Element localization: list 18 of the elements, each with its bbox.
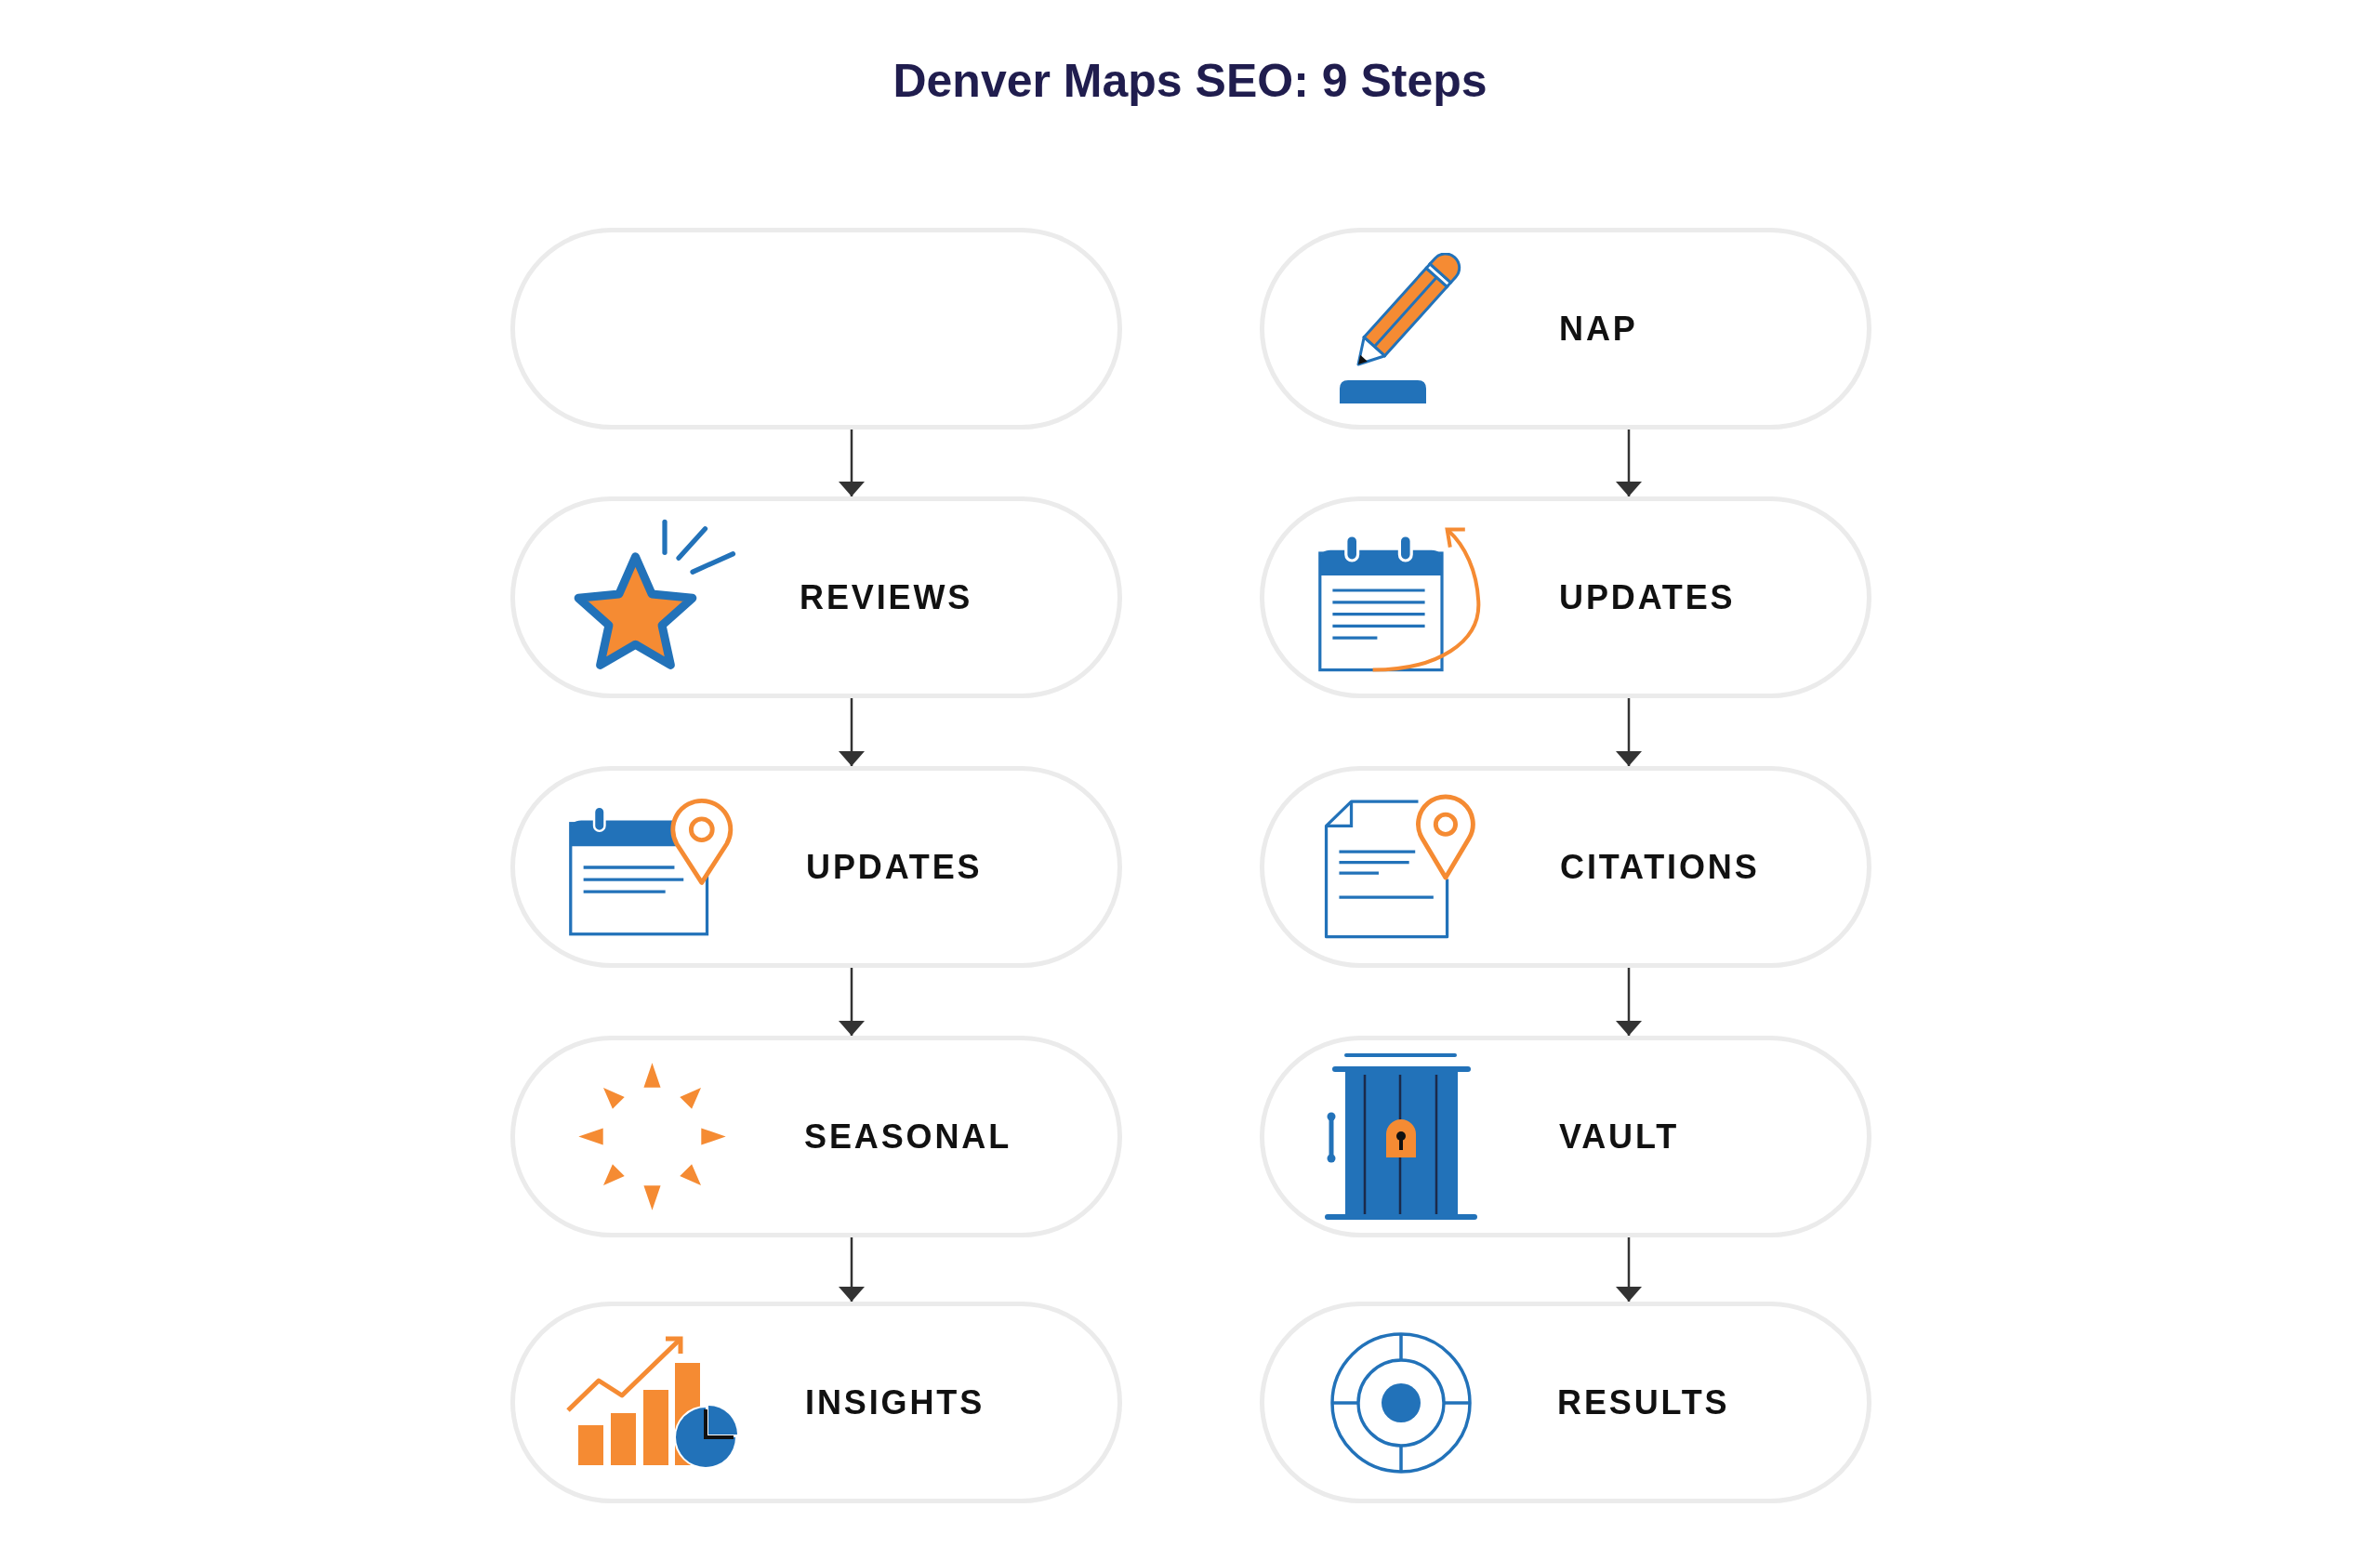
step-label: REVIEWS — [800, 580, 973, 615]
arrow — [1616, 430, 1642, 496]
step-label: RESULTS — [1557, 1385, 1730, 1420]
arrow — [839, 430, 865, 496]
step-label: UPDATES — [1559, 580, 1736, 615]
title: Denver Maps SEO: 9 Steps — [892, 54, 1488, 109]
arrow — [1616, 698, 1642, 766]
step-label: INSIGHTS — [805, 1385, 985, 1420]
arrow — [1616, 968, 1642, 1036]
arrow — [1616, 1237, 1642, 1302]
step-label: NAP — [1559, 311, 1638, 346]
arrow — [839, 968, 865, 1036]
arrow — [839, 698, 865, 766]
step-label: VAULT — [1559, 1119, 1680, 1154]
step-label: CITATIONS — [1560, 850, 1760, 884]
step-label: SEASONAL — [804, 1119, 1012, 1154]
step-label: UPDATES — [806, 850, 983, 884]
arrow — [839, 1237, 865, 1302]
